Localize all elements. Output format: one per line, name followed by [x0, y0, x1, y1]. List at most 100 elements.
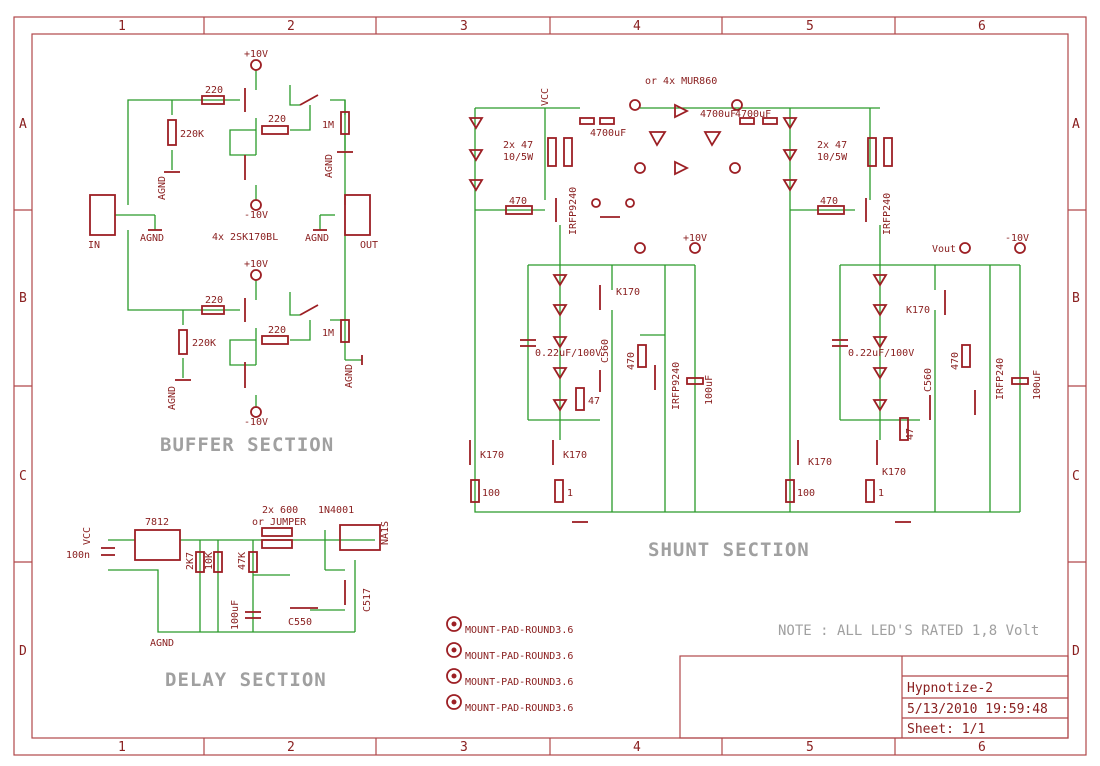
title-block: Hypnotize-2 5/13/2010 19:59:48 Sheet: 1/… [679, 655, 1069, 739]
label-vout: Vout [932, 244, 956, 255]
label-r10k: 10K [204, 552, 215, 570]
label-r470: 470 [509, 196, 527, 207]
label-r47: 10/5W [817, 152, 848, 163]
label-k170: K170 [480, 450, 504, 461]
label-agnd: AGND [140, 233, 164, 244]
label-r220: 220 [268, 114, 286, 125]
section-title-delay: DELAY SECTION [165, 669, 327, 691]
title-block-title: Hypnotize-2 [907, 681, 993, 696]
label-cap: 4700uF [700, 109, 736, 120]
label-r47s: 47 [905, 428, 916, 440]
label-agnd: AGND [305, 233, 329, 244]
label-r47: 2x 47 [817, 140, 847, 151]
label-agnd: AGND [157, 176, 168, 200]
row-label: D [19, 644, 27, 659]
mount-pad-label: MOUNT-PAD-ROUND3.6 [465, 651, 573, 662]
label-jumper-b: or JUMPER [252, 517, 307, 528]
label-minus10: -10V [1005, 233, 1029, 244]
label-r1: 1 [567, 488, 573, 499]
section-title-buffer: BUFFER SECTION [160, 434, 334, 456]
label-in: IN [88, 240, 100, 251]
label-r1m: 1M [322, 120, 334, 131]
label-cap: 4700uF [590, 128, 626, 139]
col-label: 5 [806, 19, 814, 34]
col-label: 6 [978, 740, 986, 755]
row-label: A [19, 117, 27, 132]
mount-pad-label: MOUNT-PAD-ROUND3.6 [465, 677, 573, 688]
col-label: 4 [633, 19, 641, 34]
label-agnd: AGND [167, 386, 178, 410]
row-labels-right: A B C D [1072, 117, 1080, 659]
mount-pad-label: MOUNT-PAD-ROUND3.6 [465, 625, 573, 636]
label-relay: NA1S [380, 521, 391, 545]
label-c100u: 100uF [1032, 370, 1043, 400]
title-block-sheet: Sheet: 1/1 [907, 722, 985, 737]
label-r100: 100 [482, 488, 500, 499]
label-r470: 470 [820, 196, 838, 207]
row-label: C [1072, 469, 1080, 484]
label-vcc: VCC [82, 527, 93, 545]
label-out: OUT [360, 240, 378, 251]
mount-pads: MOUNT-PAD-ROUND3.6 MOUNT-PAD-ROUND3.6 MO… [446, 616, 573, 714]
row-label: C [19, 469, 27, 484]
label-r1m: 1M [322, 328, 334, 339]
label-agnd: AGND [324, 154, 335, 178]
label-vcc: VCC [540, 88, 551, 106]
label-q1: C550 [288, 617, 312, 628]
label-r470s: 470 [950, 352, 961, 370]
label-c100u: 100uF [704, 375, 715, 405]
label-r47k: 47K [237, 552, 248, 570]
label-cap100u: 100uF [230, 600, 241, 630]
label-irfp240b: IRFP240 [995, 358, 1006, 400]
label-r100: 100 [797, 488, 815, 499]
label-k170: K170 [616, 287, 640, 298]
row-label: B [1072, 291, 1080, 306]
col-label: 2 [287, 740, 295, 755]
label-q2: C517 [362, 588, 373, 612]
label-cap022: 0.22uF/100V [848, 348, 914, 359]
row-label: D [1072, 644, 1080, 659]
label-c100n: 100n [66, 550, 90, 561]
buffer-section: IN OUT +10V -10V +10V -1 [88, 49, 378, 428]
col-label: 2 [287, 19, 295, 34]
col-label: 3 [460, 19, 468, 34]
label-plus10: +10V [244, 259, 268, 270]
label-r2k7: 2K7 [185, 552, 196, 570]
row-labels-left: A B C D [19, 117, 27, 659]
row-label: A [1072, 117, 1080, 132]
col-label: 6 [978, 19, 986, 34]
label-minus10: -10V [244, 417, 268, 428]
label-k170: K170 [563, 450, 587, 461]
label-diode: 1N4001 [318, 505, 354, 516]
label-reg: 7812 [145, 517, 169, 528]
title-block-datetime: 5/13/2010 19:59:48 [907, 702, 1048, 717]
label-r220: 220 [268, 325, 286, 336]
label-plus10: +10V [683, 233, 707, 244]
note-text: NOTE : ALL LED'S RATED 1,8 Volt [778, 623, 1039, 639]
label-r1: 1 [878, 488, 884, 499]
label-plus10: +10V [244, 49, 268, 60]
delay-section: VCC 100n 7812 2K7 10K 47K 100uF 2x 600 o… [66, 505, 391, 649]
label-irfp9240: IRFP9240 [568, 187, 579, 235]
section-title-shunt: SHUNT SECTION [648, 539, 810, 561]
label-cap: 4700uF [735, 109, 771, 120]
label-agnd: AGND [150, 638, 174, 649]
col-label: 5 [806, 740, 814, 755]
col-label: 1 [118, 740, 126, 755]
column-labels-bottom: 1 2 3 4 5 6 [118, 740, 986, 755]
label-jumper-a: 2x 600 [262, 505, 298, 516]
label-r470s: 470 [626, 352, 637, 370]
column-labels-top: 1 2 3 4 5 6 [118, 19, 986, 34]
label-irfp240: IRFP240 [882, 193, 893, 235]
label-k170: K170 [906, 305, 930, 316]
label-mur: or 4x MUR860 [645, 76, 717, 87]
label-k170: K170 [808, 457, 832, 468]
label-r47: 10/5W [503, 152, 534, 163]
drawing-frame [13, 16, 1087, 756]
label-cap022: 0.22uF/100V [535, 348, 601, 359]
label-minus10: -10V [244, 210, 268, 221]
label-r220k: 220K [192, 338, 216, 349]
label-fet-note: 4x 2SK170BL [212, 232, 278, 243]
label-irfp9240b: IRFP9240 [671, 362, 682, 410]
label-agnd: AGND [344, 364, 355, 388]
